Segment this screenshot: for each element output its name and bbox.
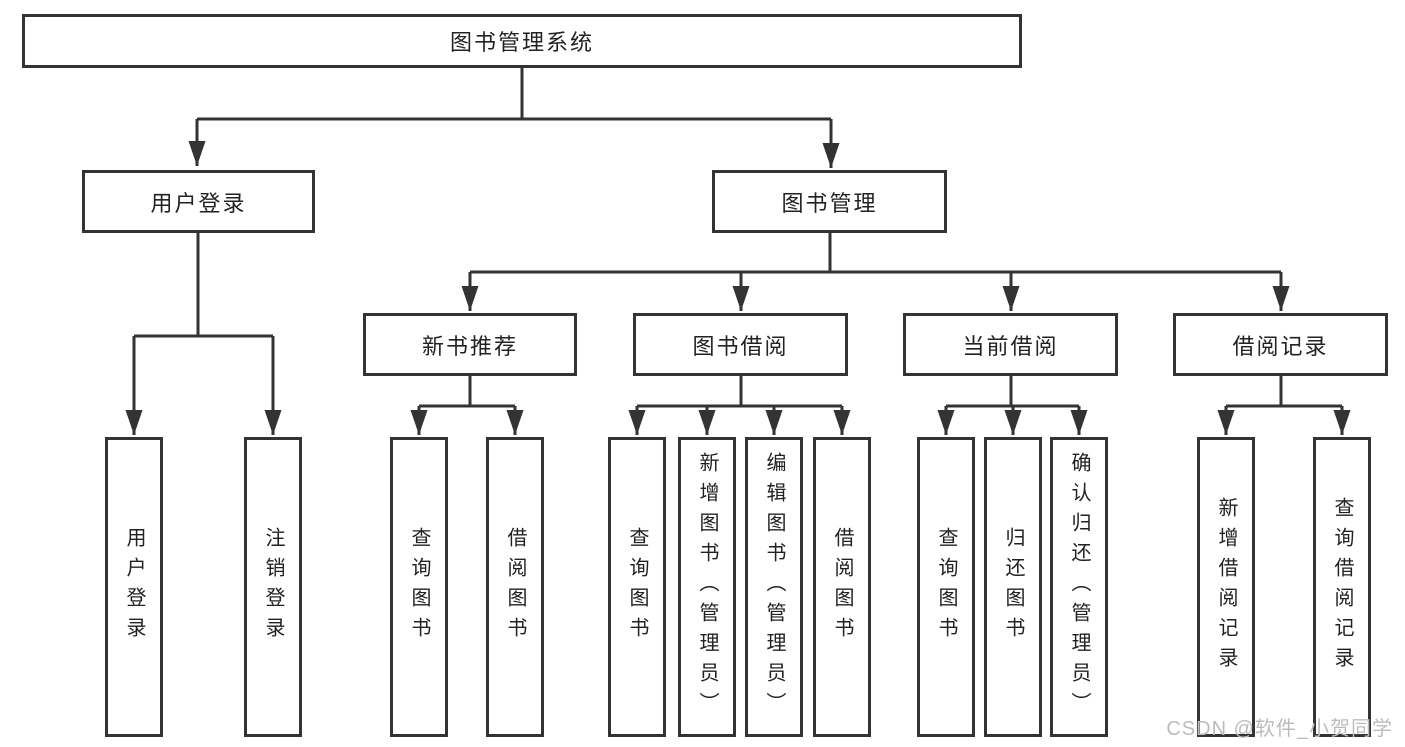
leaf-query-books-recommend: 查询图书 — [390, 437, 448, 737]
node-current-borrow: 当前借阅 — [903, 313, 1118, 376]
leaf-borrow-books: 借阅图书 — [813, 437, 871, 737]
leaf-user-login: 用户登录 — [105, 437, 163, 737]
leaf-add-book-admin: 新增图书（管理员） — [678, 437, 736, 737]
leaf-edit-book-admin: 编辑图书（管理员） — [745, 437, 803, 737]
node-book-management: 图书管理 — [712, 170, 947, 233]
csdn-watermark: CSDN @软件_小贺同学 — [1166, 718, 1393, 740]
leaf-add-borrow-record: 新增借阅记录 — [1197, 437, 1255, 737]
node-book-borrow: 图书借阅 — [633, 313, 848, 376]
leaf-borrow-books-recommend: 借阅图书 — [486, 437, 544, 737]
node-borrow-records: 借阅记录 — [1173, 313, 1388, 376]
leaf-query-borrow-record: 查询借阅记录 — [1313, 437, 1371, 737]
leaf-query-books-borrow: 查询图书 — [608, 437, 666, 737]
leaf-query-books-current: 查询图书 — [917, 437, 975, 737]
node-user-login: 用户登录 — [82, 170, 315, 233]
leaf-return-book: 归还图书 — [984, 437, 1042, 737]
node-new-book-recommend: 新书推荐 — [363, 313, 577, 376]
leaf-confirm-return-admin: 确认归还（管理员） — [1050, 437, 1108, 737]
leaf-logout: 注销登录 — [244, 437, 302, 737]
node-root: 图书管理系统 — [22, 14, 1022, 68]
